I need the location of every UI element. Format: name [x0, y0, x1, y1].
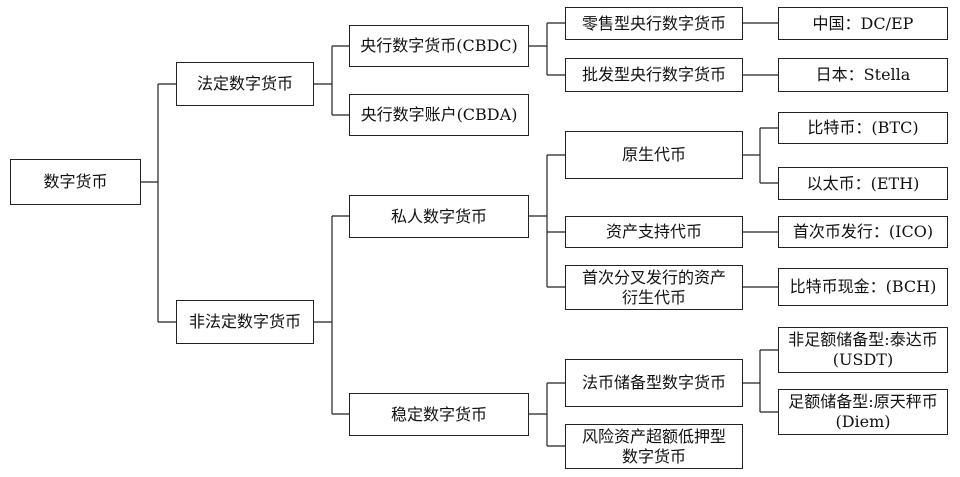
node-china-dcep: 中国：DC/EP — [778, 7, 948, 40]
node-diem: 足额储备型:原天秤币(Diem) — [778, 389, 948, 435]
node-ether-eth: 以太币：(ETH) — [778, 167, 948, 200]
node-fork-derivative-token: 首次分叉发行的资产衍生代币 — [565, 265, 743, 310]
node-fiat-digital-currency: 法定数字货币 — [176, 62, 314, 106]
node-retail-cbdc: 零售型央行数字货币 — [565, 7, 743, 40]
node-cbdc: 央行数字货币(CBDC) — [349, 25, 529, 67]
node-usdt: 非足额储备型:泰达币(USDT) — [778, 327, 948, 373]
node-wholesale-cbdc: 批发型央行数字货币 — [565, 58, 743, 92]
node-asset-backed-token: 资产支持代币 — [565, 216, 743, 248]
node-risk-asset-collateral-currency: 风险资产超额低押型数字货币 — [565, 424, 743, 469]
node-nonfiat-digital-currency: 非法定数字货币 — [176, 300, 314, 344]
node-ico: 首次币发行：(ICO) — [778, 216, 948, 248]
node-japan-stella: 日本：Stella — [778, 58, 948, 92]
node-bitcoin-btc: 比特币：(BTC) — [778, 112, 948, 144]
node-native-token: 原生代币 — [565, 131, 743, 179]
node-cbda: 央行数字账户(CBDA) — [349, 94, 529, 136]
node-bitcoin-cash-bch: 比特币现金：(BCH) — [778, 268, 948, 306]
node-private-digital-currency: 私人数字货币 — [349, 195, 529, 238]
node-digital-currency: 数字货币 — [10, 159, 141, 205]
node-fiat-reserve-currency: 法币储备型数字货币 — [565, 359, 743, 407]
node-stable-digital-currency: 稳定数字货币 — [349, 393, 529, 436]
